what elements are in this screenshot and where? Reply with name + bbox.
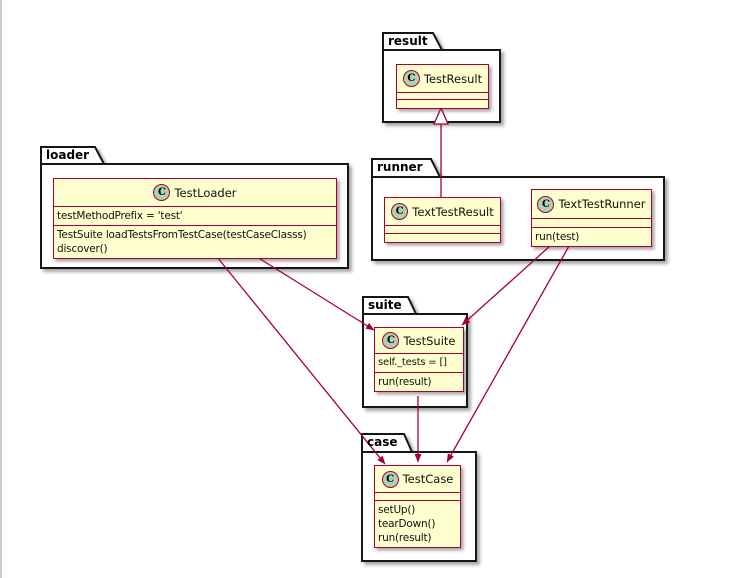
- class-icon: C: [537, 195, 555, 213]
- class-name: TextTestRunner: [558, 197, 646, 211]
- class-name: TestCase: [402, 472, 454, 486]
- class-testcase-title: C TestCase: [375, 466, 460, 492]
- methods-compartment: [397, 99, 488, 108]
- methods-compartment: run(result): [375, 372, 463, 391]
- methods-compartment: setUp() tearDown() run(result): [375, 500, 460, 547]
- class-texttestresult: C TextTestResult: [384, 197, 501, 243]
- attributes-compartment: self._tests = []: [375, 353, 463, 372]
- class-testresult-title: C TestResult: [397, 65, 488, 92]
- class-icon: C: [391, 203, 409, 220]
- class-texttestrunner-title: C TextTestRunner: [532, 190, 651, 218]
- attribute-line: testMethodPrefix = 'test': [57, 210, 183, 222]
- class-icon: C: [153, 184, 171, 201]
- class-texttestrunner: C TextTestRunner run(test): [531, 189, 652, 247]
- class-testresult: C TestResult: [396, 64, 489, 109]
- package-label-suite: suite: [368, 298, 402, 312]
- attributes-compartment: [385, 225, 500, 233]
- relation-texttestrunner-testsuite: [461, 245, 551, 326]
- method-line: TestSuite loadTestsFromTestCase(testCase…: [57, 229, 307, 241]
- attributes-compartment: [532, 218, 651, 227]
- inheritance-triangle-icon: [433, 106, 449, 125]
- package-label-case: case: [367, 435, 398, 449]
- package-label-loader: loader: [46, 148, 90, 162]
- method-line: tearDown(): [378, 518, 436, 530]
- methods-compartment: run(test): [532, 227, 651, 246]
- class-name: TestSuite: [403, 333, 456, 348]
- method-line: run(result): [378, 532, 432, 544]
- method-line: setUp(): [378, 504, 416, 516]
- class-name: TextTestResult: [412, 204, 494, 219]
- page-edge-divider: [0, 0, 2, 578]
- class-testsuite-title: C TestSuite: [375, 328, 463, 353]
- class-testloader-title: C TestLoader: [54, 179, 336, 206]
- relation-testloader-testsuite: [256, 256, 375, 331]
- class-name: TestResult: [423, 71, 483, 86]
- method-line: run(test): [535, 231, 580, 243]
- methods-compartment: TestSuite loadTestsFromTestCase(testCase…: [54, 225, 336, 258]
- class-texttestresult-title: C TextTestResult: [385, 198, 500, 225]
- class-icon: C: [381, 470, 399, 488]
- class-icon: C: [382, 332, 400, 349]
- attribute-line: self._tests = []: [378, 357, 447, 368]
- relation-testloader-testcase: [216, 256, 386, 465]
- class-testcase: C TestCase setUp() tearDown() run(result…: [374, 465, 461, 548]
- class-testloader: C TestLoader testMethodPrefix = 'test' T…: [53, 178, 337, 259]
- package-label-runner: runner: [377, 160, 423, 174]
- attributes-compartment: testMethodPrefix = 'test': [54, 206, 336, 225]
- package-label-result: result: [388, 34, 428, 48]
- method-line: run(result): [378, 376, 432, 388]
- class-icon: C: [402, 70, 420, 87]
- methods-compartment: [385, 233, 500, 242]
- attributes-compartment: [397, 92, 488, 99]
- attributes-compartment: [375, 492, 460, 500]
- method-line: discover(): [57, 243, 108, 255]
- class-testsuite: C TestSuite self._tests = [] run(result): [374, 327, 464, 392]
- class-name: TestLoader: [174, 185, 237, 200]
- relation-texttestrunner-testcase: [446, 245, 570, 463]
